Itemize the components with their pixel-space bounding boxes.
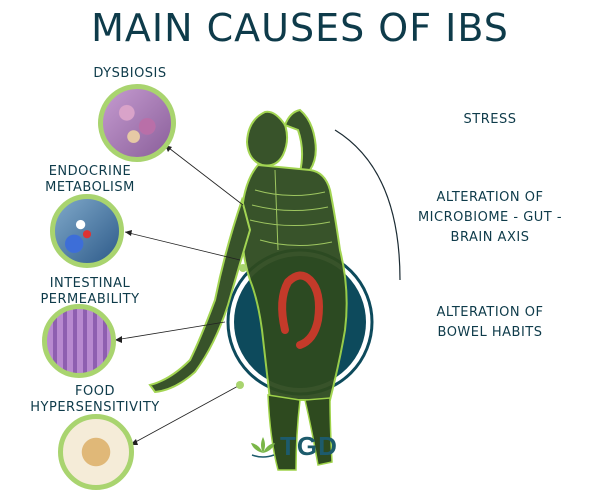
cause-label-bowel-habits: ALTERATION OF BOWEL HABITS — [436, 305, 544, 340]
lotus-icon — [251, 437, 275, 458]
bacteria-icon — [98, 84, 176, 162]
page-title: MAIN CAUSES OF IBS — [91, 6, 509, 50]
cause-label-stress: STRESS — [463, 112, 517, 127]
cause-label-endocrine-metabolism: ENDOCRINE METABOLISM — [45, 164, 135, 195]
cause-label-intestinal-permeability: INTESTINAL PERMEABILITY — [40, 276, 140, 307]
body-details — [249, 169, 333, 251]
tgd-logo: TGD — [248, 430, 338, 462]
arc-decoration — [334, 129, 401, 281]
villi-icon — [42, 304, 116, 378]
logo-text: TGD — [280, 430, 338, 461]
connector-lines — [114, 144, 244, 446]
cause-label-dysbiosis: DYSBIOSIS — [93, 66, 167, 81]
cause-label-microbiome-gut-brain-axis: ALTERATION OF MICROBIOME - GUT - BRAIN A… — [417, 190, 563, 245]
connector-dots — [236, 264, 247, 389]
cause-label-food-hypersensitivity: FOOD HYPERSENSITIVITY — [30, 384, 160, 415]
wheat-icon — [58, 414, 134, 490]
legs — [267, 394, 333, 471]
colon — [278, 271, 323, 349]
cells-icon — [50, 194, 124, 268]
